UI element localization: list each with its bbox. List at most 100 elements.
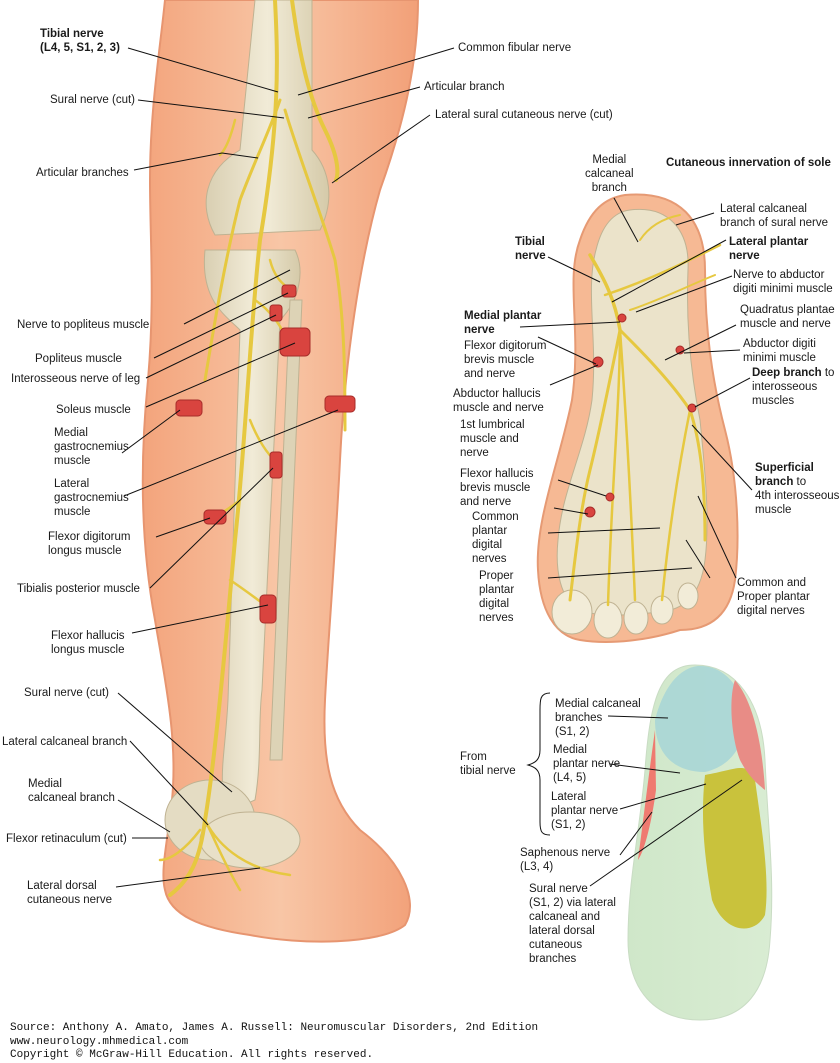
label-line: Abductor digiti — [743, 338, 816, 350]
label-line: brevis muscle — [464, 354, 535, 366]
label-first-lumbrical: 1st lumbrical muscle and nerve — [460, 418, 525, 460]
label-line: branches — [529, 953, 577, 965]
cutaneous-map — [627, 664, 773, 1021]
label-line: lateral dorsal — [529, 925, 595, 937]
label-line: Medial — [54, 427, 88, 439]
label-nerve-to-abductor-dm: Nerve to abductor digiti minimi muscle — [733, 268, 833, 296]
label-line: Sural nerve — [529, 883, 588, 895]
source-line: Source: Anthony A. Amato, James A. Russe… — [10, 1022, 539, 1034]
label-line: Medial plantar — [464, 310, 542, 322]
label-line: Proper — [479, 570, 514, 582]
label-line: cutaneous — [529, 939, 583, 951]
label-line: and nerve — [464, 368, 516, 380]
label-tibial-nerve-roots: (L4, 5, S1, 2, 3) — [40, 42, 120, 54]
label-line: Nerve to abductor — [733, 269, 825, 281]
label-line: Common — [472, 511, 519, 523]
label-flexor-digitorum-brevis: Flexor digitorum brevis muscle and nerve — [464, 339, 546, 381]
label-line: Tibial — [515, 236, 545, 248]
label-sole-tibial-nerve: Tibial nerve — [515, 235, 546, 263]
label-line: muscle and nerve — [740, 318, 831, 330]
label-common-plantar-digital: Common plantar digital nerves — [472, 510, 519, 566]
label-line: Proper plantar — [737, 591, 810, 603]
label-line: Superficial — [755, 461, 839, 475]
label-medial-plantar-nerve: Medial plantar nerve — [464, 309, 541, 337]
label-line: longus muscle — [51, 644, 125, 656]
label-line: calcaneal — [585, 168, 634, 180]
sole-drawing — [536, 193, 739, 643]
label-line: muscle — [54, 506, 91, 518]
label-lateral-dorsal-cutaneous: Lateral dorsal cutaneous nerve — [27, 879, 112, 907]
label-line: nerve — [729, 250, 760, 262]
label-medial-calcaneal-branch: Medial calcaneal branch — [28, 777, 115, 805]
label-deep-branch-to: to — [821, 367, 835, 379]
leg-leader-lines — [115, 47, 455, 888]
label-common-and-proper: Common and Proper plantar digital nerves — [737, 576, 810, 618]
label-line: Lateral calcaneal — [720, 203, 807, 215]
source-link[interactable]: www.neurology.mhmedical.com — [10, 1035, 189, 1048]
label-line: Lateral — [54, 478, 90, 490]
label-line: (S1, 2) — [555, 726, 590, 738]
label-line: Saphenous nerve — [520, 847, 611, 859]
label-line: muscle and — [460, 433, 519, 445]
label-line: (L3, 4) — [520, 861, 554, 873]
label-line: Abductor hallucis — [453, 388, 541, 400]
map-sole-outline — [627, 664, 773, 1021]
sole-title: Cutaneous innervation of sole — [666, 157, 831, 169]
label-line: Flexor hallucis — [460, 468, 534, 480]
label-line: branches — [555, 712, 603, 724]
label-map-lateral-plantar: Lateral plantar nerve (S1, 2) — [551, 790, 618, 832]
fibula-bone — [269, 299, 303, 761]
label-line: Deep branch to — [752, 366, 834, 380]
label-map-medial-plantar: Medial plantar nerve (L4, 5) — [553, 743, 620, 785]
label-line: Quadratus plantae — [740, 304, 835, 316]
label-common-fibular-nerve: Common fibular nerve — [458, 42, 572, 54]
label-line: (S1, 2) — [551, 819, 586, 831]
label-line: longus muscle — [48, 545, 122, 557]
label-flexor-hallucis-brevis: Flexor hallucis brevis muscle and nerve — [460, 467, 534, 509]
map-brace — [526, 692, 551, 836]
label-line: From — [460, 751, 487, 763]
label-interosseous-nerve: Interosseous nerve of leg — [11, 373, 141, 385]
label-superficial-branch: Superficial branch to 4th interosseous m… — [755, 461, 839, 517]
label-line: digital nerves — [737, 605, 805, 617]
label-line: Lateral dorsal — [27, 880, 97, 892]
map-leader-lines — [526, 692, 743, 887]
label-from-tibial-nerve: From tibial nerve — [460, 750, 516, 778]
label-tibial-nerve: Tibial nerve (L4, 5, S1, 2, 3) — [40, 27, 120, 55]
label-line: Common and — [737, 577, 807, 589]
label-articular-branch: Articular branch — [424, 81, 505, 93]
label-line: plantar — [472, 525, 508, 537]
label-flexor-digitorum-longus: Flexor digitorum longus muscle — [48, 530, 130, 558]
sole-leader-lines — [519, 197, 753, 579]
label-sural-nerve-cut-bottom: Sural nerve (cut) — [24, 687, 110, 699]
map-zone-saphenous — [638, 730, 656, 860]
label-articular-branches: Articular branches — [36, 167, 129, 179]
label-line: nerve — [464, 324, 495, 336]
label-nerve-to-popliteus: Nerve to popliteus muscle — [17, 319, 150, 331]
leg-muscle-stubs — [175, 284, 356, 624]
label-line: digital — [479, 598, 510, 610]
source-credit: Source: Anthony A. Amato, James A. Russe… — [10, 1022, 538, 1063]
label-line: brevis muscle — [460, 482, 531, 494]
label-line: digiti minimi muscle — [733, 283, 833, 295]
label-lateral-calcaneal-branch: Lateral calcaneal branch — [2, 736, 128, 748]
label-flexor-retinaculum: Flexor retinaculum (cut) — [6, 833, 127, 845]
label-flexor-hallucis-longus: Flexor hallucis longus muscle — [51, 629, 125, 657]
label-line: nerve — [460, 447, 489, 459]
map-zone-sural — [731, 680, 765, 790]
label-map-saphenous: Saphenous nerve (L3, 4) — [520, 846, 610, 874]
label-deep-branch-bold: Deep branch — [752, 367, 822, 379]
label-line: muscle — [54, 455, 91, 467]
label-lateral-calcaneal-sural: Lateral calcaneal branch of sural nerve — [720, 202, 828, 230]
copyright-line: Copyright © McGraw-Hill Education. All r… — [10, 1049, 374, 1061]
label-line: branch — [591, 182, 627, 194]
label-deep-branch: Deep branch to interosseous muscles — [752, 366, 834, 408]
label-popliteus-muscle: Popliteus muscle — [35, 353, 122, 365]
label-quadratus-plantae: Quadratus plantae muscle and nerve — [740, 303, 835, 331]
label-line: calcaneal and — [529, 911, 600, 923]
label-abductor-digiti-minimi: Abductor digiti minimi muscle — [743, 337, 816, 365]
label-superficial-to: to — [793, 476, 807, 488]
label-proper-plantar-digital: Proper plantar digital nerves — [479, 569, 514, 625]
map-zone-lateral — [702, 768, 767, 929]
